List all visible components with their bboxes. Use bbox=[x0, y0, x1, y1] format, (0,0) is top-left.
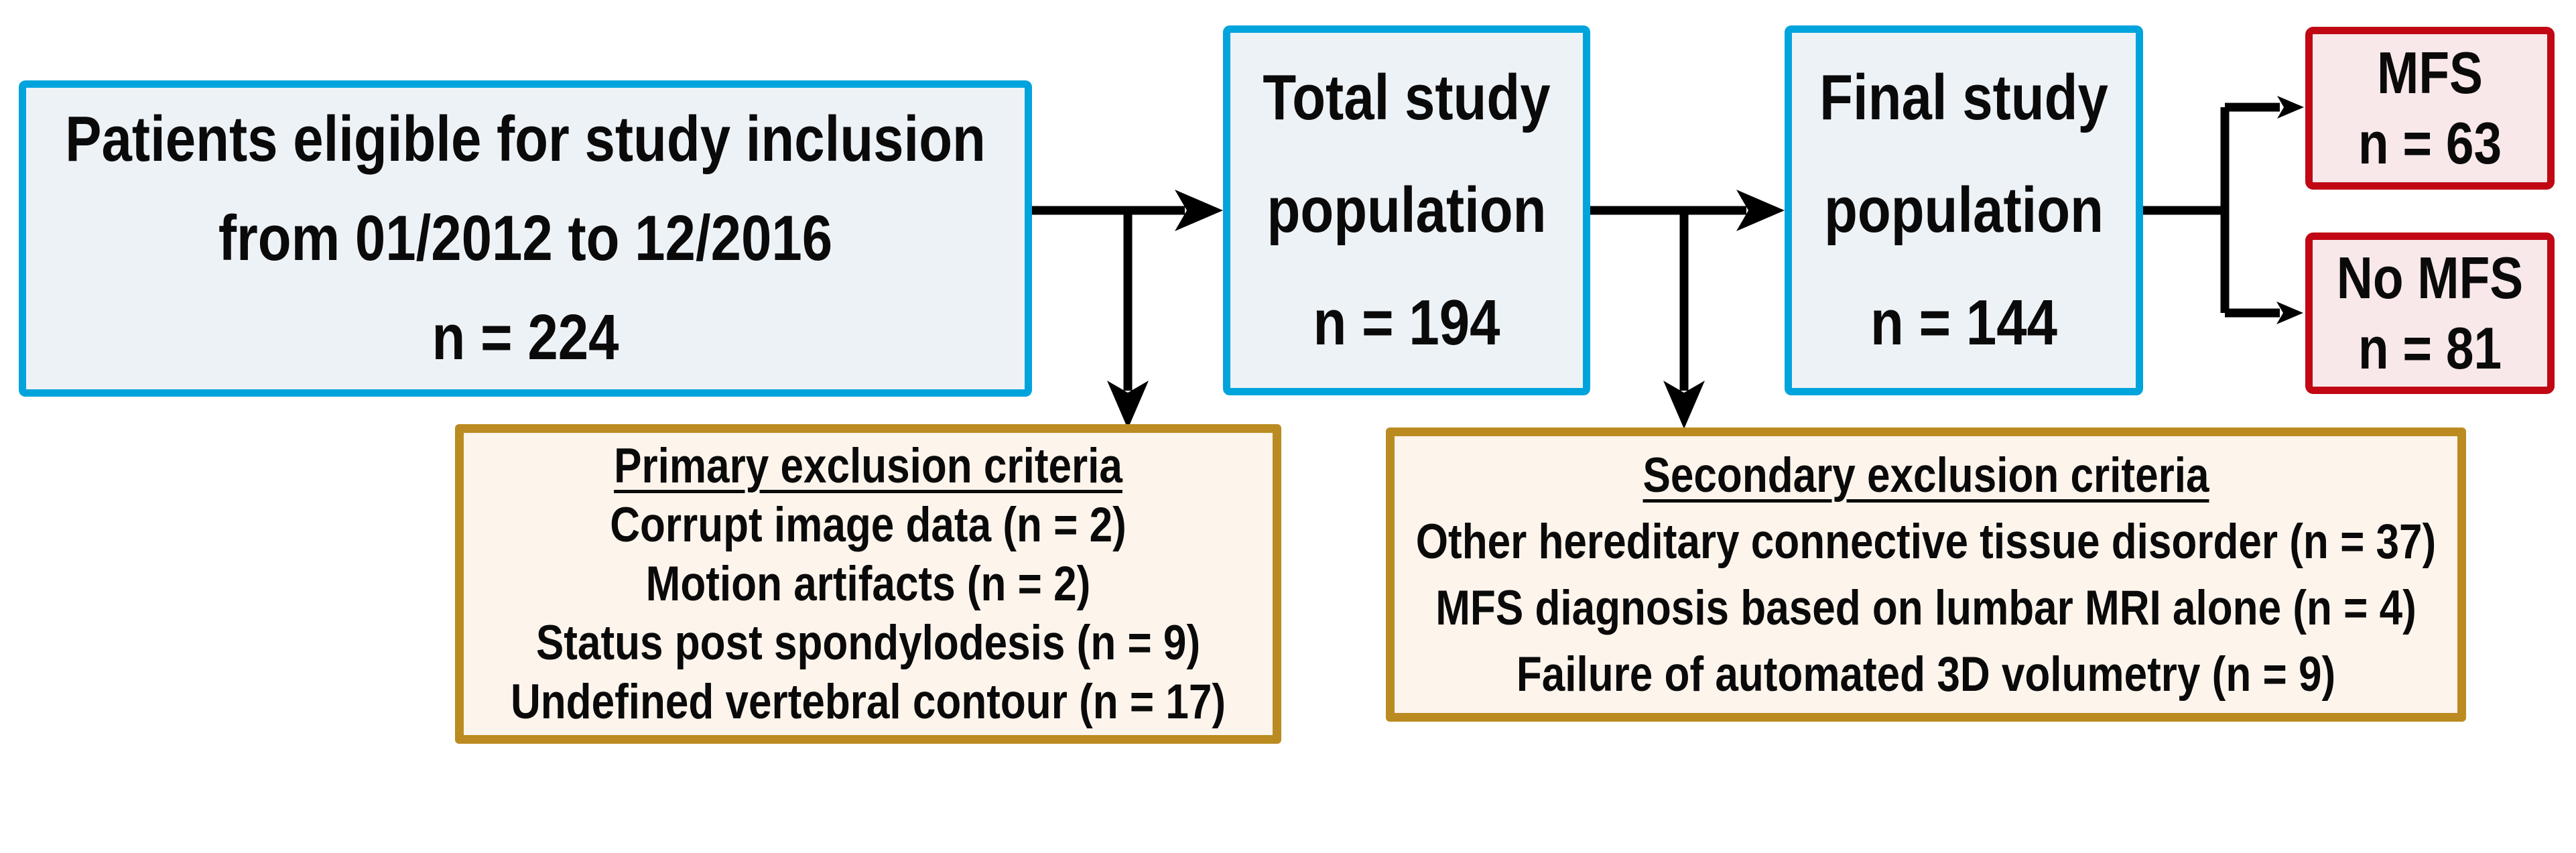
arrowhead-right-icon bbox=[2276, 302, 2303, 324]
primary-exclusion-title: Primary exclusion criteria bbox=[614, 439, 1122, 493]
final-line-1: Final study bbox=[1819, 62, 2108, 133]
box-final-study-population: Final study population n = 144 bbox=[1785, 25, 2143, 395]
eligible-line-1: Patients eligible for study inclusion bbox=[65, 103, 986, 175]
total-count: n = 194 bbox=[1313, 287, 1500, 358]
primary-exclusion-item-1: Corrupt image data (n = 2) bbox=[610, 498, 1126, 552]
secondary-exclusion-item-1: Other hereditary connective tissue disor… bbox=[1415, 514, 2437, 569]
arrowhead-right-icon bbox=[1175, 190, 1223, 231]
total-line-2: population bbox=[1267, 174, 1547, 246]
box-no-mfs-text: No MFS n = 81 bbox=[2330, 243, 2530, 384]
secondary-exclusion-item-2: MFS diagnosis based on lumbar MRI alone … bbox=[1435, 580, 2417, 635]
arrowhead-right-icon bbox=[2277, 96, 2304, 119]
box-primary-text: Primary exclusion criteria Corrupt image… bbox=[510, 437, 1226, 732]
secondary-exclusion-title: Secondary exclusion criteria bbox=[1643, 448, 2209, 503]
arrow-down-to-primary-exclusion bbox=[1107, 210, 1149, 429]
no-mfs-label: No MFS bbox=[2336, 245, 2524, 311]
box-total-text: Total study population n = 194 bbox=[1257, 42, 1556, 379]
arrow-branch-lines bbox=[2143, 103, 2280, 318]
arrow-down-to-secondary-exclusion bbox=[1663, 210, 1705, 429]
box-mfs-group: MFS n = 63 bbox=[2305, 27, 2555, 190]
box-final-text: Final study population n = 144 bbox=[1817, 42, 2110, 379]
box-eligible-patients: Patients eligible for study inclusion fr… bbox=[19, 80, 1032, 397]
box-secondary-text: Secondary exclusion criteria Other hered… bbox=[1415, 442, 2437, 708]
box-primary-exclusion-criteria: Primary exclusion criteria Corrupt image… bbox=[455, 424, 1281, 744]
arrow-total-to-final bbox=[1590, 190, 1785, 231]
no-mfs-count: n = 81 bbox=[2358, 315, 2502, 381]
arrowhead-down-icon bbox=[1663, 381, 1705, 429]
box-mfs-text: MFS n = 63 bbox=[2330, 38, 2530, 179]
arrow-eligible-to-total bbox=[1032, 190, 1223, 231]
secondary-exclusion-item-3: Failure of automated 3D volumetry (n = 9… bbox=[1516, 647, 2336, 702]
primary-exclusion-item-3: Status post spondylodesis (n = 9) bbox=[535, 616, 1201, 670]
box-no-mfs-group: No MFS n = 81 bbox=[2305, 233, 2555, 394]
eligible-line-2: from 01/2012 to 12/2016 bbox=[218, 202, 833, 274]
final-line-2: population bbox=[1824, 174, 2104, 246]
eligible-count: n = 224 bbox=[432, 302, 619, 373]
final-count: n = 144 bbox=[1870, 287, 2057, 358]
primary-exclusion-item-4: Undefined vertebral contour (n = 17) bbox=[510, 675, 1226, 729]
arrow-final-to-mfs-split bbox=[2143, 96, 2304, 324]
arrowhead-right-icon bbox=[1736, 190, 1785, 231]
box-secondary-exclusion-criteria: Secondary exclusion criteria Other hered… bbox=[1386, 428, 2466, 722]
box-eligible-text: Patients eligible for study inclusion fr… bbox=[65, 90, 986, 387]
arrowhead-down-icon bbox=[1107, 381, 1149, 429]
total-line-1: Total study bbox=[1263, 62, 1551, 133]
primary-exclusion-item-2: Motion artifacts (n = 2) bbox=[645, 557, 1091, 611]
mfs-label: MFS bbox=[2377, 40, 2483, 106]
mfs-count: n = 63 bbox=[2358, 110, 2502, 176]
box-total-study-population: Total study population n = 194 bbox=[1223, 25, 1590, 395]
